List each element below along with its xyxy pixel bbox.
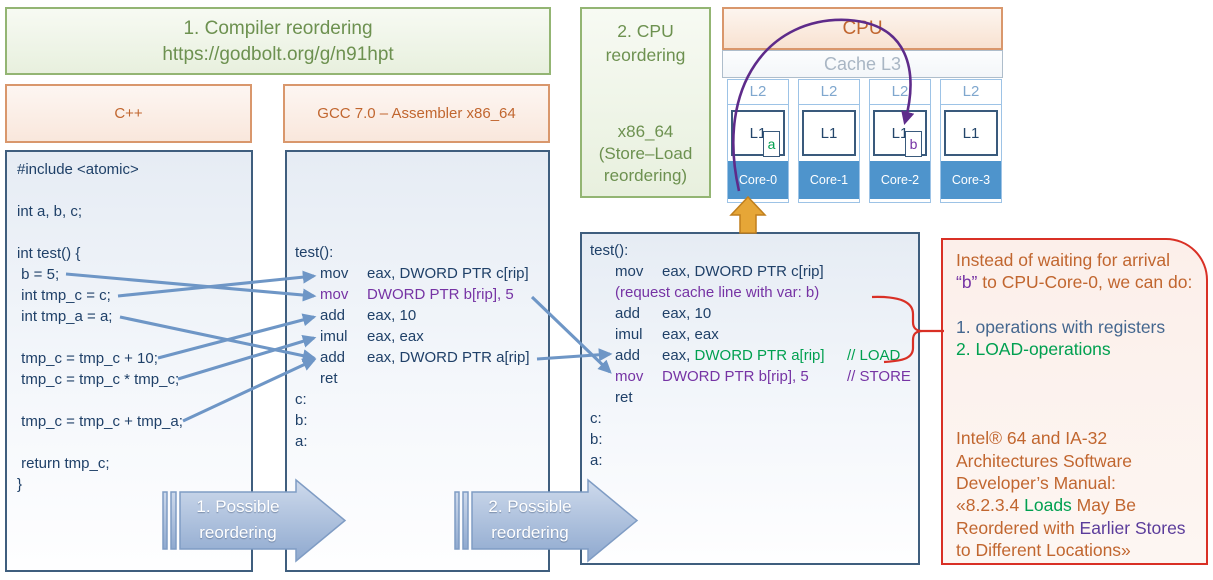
l1-box: L1 a [731,110,785,157]
l1-box: L1 b [873,110,927,157]
note-lines: Instead of waiting for arrival“b” to CPU… [956,249,1202,561]
asm-line: b: [295,412,308,429]
asm-line: ret [615,389,633,406]
note-line: Instead of waiting for arrival [956,250,1170,270]
note-line: “b” to CPU-Core-0, we can do: [956,272,1193,293]
cpu-title: CPU [842,17,883,39]
compiler-reordering-title: 1. Compiler reordering [183,18,373,39]
note-line: Intel® 64 and IA-32 [956,428,1108,449]
l2-label: L2 [941,80,1001,105]
cpp-code-line: } [17,476,23,493]
core-column-0: L2 L1 a Core-0 [727,79,789,203]
cpp-code-line: int tmp_c = c; [17,287,111,304]
note-line: Reordered with Earlier Stores [956,517,1186,538]
cpu-reordering-title: 2. CPU reordering [605,21,686,65]
intel-manual-note-box: Instead of waiting for arrival“b” to CPU… [941,238,1208,565]
cpp-code-line: tmp_c = tmp_c + tmp_a; [17,413,183,430]
core-0-label: Core-0 [728,161,788,199]
cpp-code-line [7,432,251,453]
var-b-box: b [905,131,922,157]
asm-line: test(): [590,242,629,259]
cpp-code-line: b = 5; [17,266,60,283]
cpu-title-box: CPU [722,7,1003,50]
compiler-reordering-title-box: 1. Compiler reordering https://godbolt.o… [5,7,551,75]
l2-label: L2 [870,80,930,105]
asm-line: ret [320,370,338,387]
l2-label: L2 [799,80,859,105]
cpp-code-line: return tmp_c; [17,455,110,472]
core-column-3: L2 L1 Core-3 [940,79,1002,203]
cpp-code-line [7,222,251,243]
gcc-header-label: GCC 7.0 – Assembler x86_64 [317,105,516,122]
core-1-label: Core-1 [799,161,859,199]
core-3-label: Core-3 [941,161,1001,199]
note-line [956,405,1202,427]
reorder-arrow-1-label: 1. Possible reordering [196,497,280,542]
note-line: 2. LOAD-operations [956,339,1111,360]
cpu-reordering-subtitle: x86_64 (Store–Load reordering) [598,122,693,185]
l1-box: L1 [944,110,998,156]
cpp-code-line: #include <atomic> [17,161,139,178]
core-column-2: L2 L1 b Core-2 [869,79,931,203]
cpp-code-line: int a, b, c; [17,203,83,220]
asm-line: a: [590,452,603,469]
note-line: «8.2.3.4 Loads May Be [956,495,1137,516]
cpp-code-line [7,327,251,348]
cpp-code-lines: #include <atomic> int a, b, c; int test(… [7,159,251,495]
cpu-diagram: CPU Cache L3 L2 L1 a Core-0 L2 L1 Core-1… [722,7,1003,203]
cache-l3-bar: Cache L3 [722,50,1003,78]
asm-line: c: [590,410,602,427]
note-line: to Different Locations» [956,539,1131,560]
l2-label: L2 [728,80,788,105]
note-line [956,383,1202,405]
l1-box: L1 [802,110,856,156]
asm-line: b: [590,431,603,448]
asm-line: test(): [295,244,334,261]
core-2-label: Core-2 [870,161,930,199]
asm-line: a: [295,433,308,450]
cpp-code-line: tmp_c = tmp_c + 10; [17,350,158,367]
cpp-code-line: int test() { [17,245,81,262]
godbolt-url: https://godbolt.org/g/n91hpt [162,44,394,65]
cpp-code-line: int tmp_a = a; [17,308,113,325]
core-column-1: L2 L1 Core-1 [798,79,860,203]
cpp-header-label: C++ [114,105,143,122]
cpp-code-line [7,390,251,411]
cpu-reordering-box: 2. CPU reordering x86_64 (Store–Load reo… [580,7,711,198]
var-a-box: a [763,131,780,157]
note-line: Developer’s Manual: [956,472,1116,493]
cpp-code-line: tmp_c = tmp_c * tmp_c; [17,371,180,388]
reorder-arrow-2-label: 2. Possible reordering [488,497,572,542]
asm-line: c: [295,391,307,408]
note-line [956,294,1202,316]
cache-l3-label: Cache L3 [823,53,902,74]
note-line: 1. operations with registers [956,316,1166,337]
note-line [956,360,1202,382]
cpp-header-box: C++ [5,84,252,143]
gcc-header-box: GCC 7.0 – Assembler x86_64 [283,84,550,143]
note-line: Architectures Software [956,450,1133,471]
cpp-code-line [7,180,251,201]
asm-line: (request cache line with var: b) [615,284,820,301]
